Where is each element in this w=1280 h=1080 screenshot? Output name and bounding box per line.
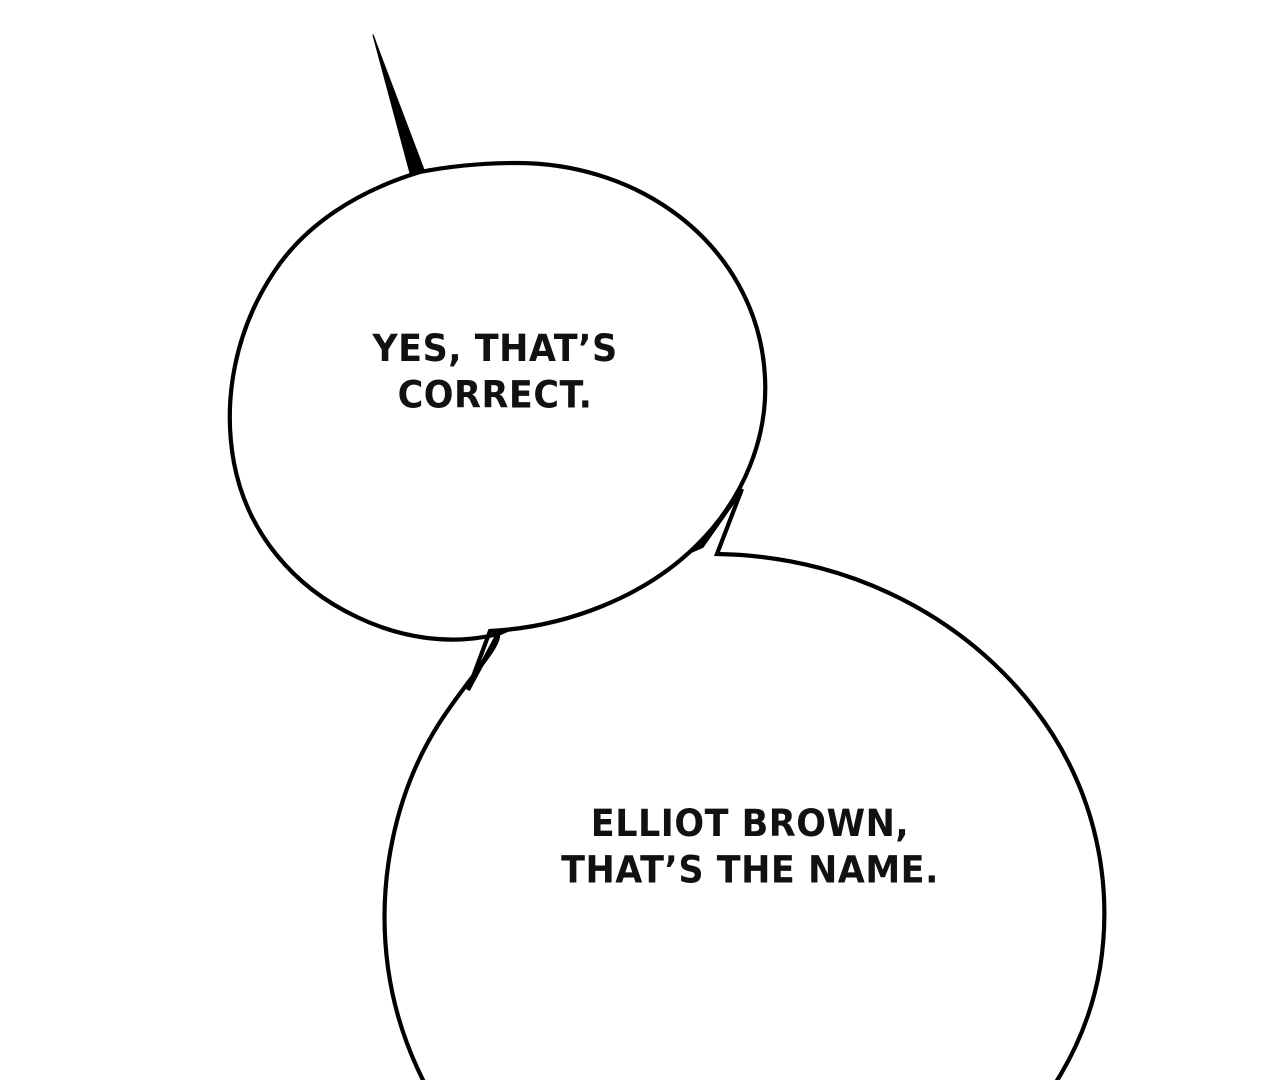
bubble-1-text: YES, THAT’S CORRECT. bbox=[372, 327, 618, 417]
bubble-2-outline bbox=[382, 487, 1107, 1080]
bubble-2 bbox=[382, 487, 1107, 1080]
bubble-1 bbox=[227, 34, 768, 691]
bubble-1-outline bbox=[227, 160, 768, 691]
bubble-2-text: ELLIOT BROWN, THAT’S THE NAME. bbox=[561, 802, 939, 892]
bubble-1-tail-spike-inner bbox=[373, 36, 421, 175]
